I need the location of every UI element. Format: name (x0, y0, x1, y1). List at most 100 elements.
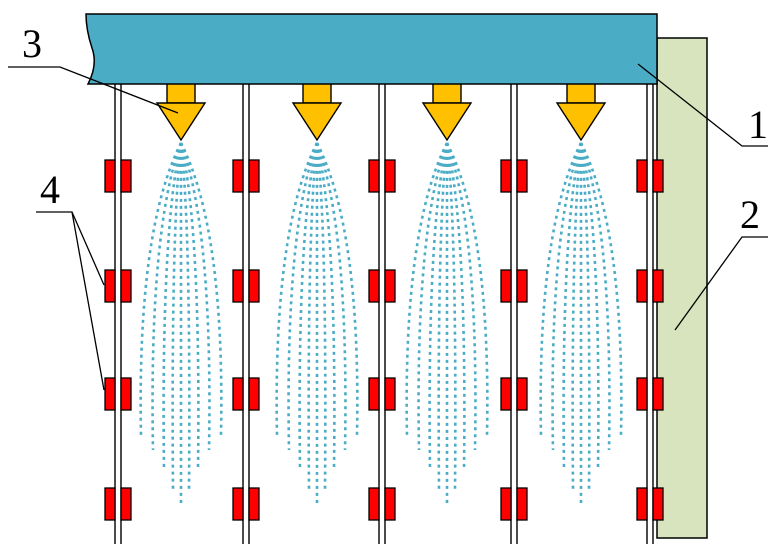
nozzle-tip (421, 102, 473, 142)
nozzle-4 (555, 82, 607, 142)
red-elements (104, 159, 664, 521)
leader-lines (8, 63, 768, 391)
spray-stream (179, 142, 223, 436)
red-element-right (120, 269, 132, 303)
red-element (500, 487, 528, 521)
red-element (368, 487, 396, 521)
spray-stream (307, 142, 319, 491)
spray-stream (562, 142, 583, 471)
spray-stream (437, 142, 449, 491)
red-element (104, 269, 132, 303)
spray-stream (579, 142, 591, 491)
spray-stream (445, 142, 489, 436)
red-element-right (516, 159, 528, 193)
spray-stream (551, 142, 583, 451)
leader-line-4b (71, 211, 105, 391)
red-element-right (516, 487, 528, 521)
wall-panel (656, 37, 708, 539)
red-element-left (500, 159, 512, 193)
red-element-left (636, 269, 648, 303)
header-pipe (85, 13, 658, 85)
red-element (232, 159, 260, 193)
red-element (636, 377, 664, 411)
spray-stream (579, 142, 623, 436)
leader-line-1 (637, 63, 768, 147)
spray-stream (275, 142, 319, 436)
red-element-right (652, 487, 664, 521)
spray-stream (579, 142, 600, 471)
red-element-right (652, 159, 664, 193)
red-element-right (248, 269, 260, 303)
red-element-left (636, 487, 648, 521)
red-element-left (104, 269, 116, 303)
red-element-left (232, 159, 244, 193)
spray-stream (445, 142, 477, 451)
rod-3 (378, 84, 386, 544)
leader-line-2 (674, 236, 768, 331)
spray-stream (171, 142, 183, 491)
spray-stream (539, 142, 583, 436)
nozzle-tip (291, 102, 343, 142)
spray-stream (298, 142, 319, 471)
spray-stream (287, 142, 319, 451)
red-element (500, 269, 528, 303)
red-element (500, 377, 528, 411)
leader-line-3 (8, 66, 179, 114)
spray-stream (445, 142, 466, 471)
red-element-right (384, 377, 396, 411)
red-element (636, 159, 664, 193)
red-element-right (516, 377, 528, 411)
nozzle-body (166, 82, 196, 104)
nozzle-body (432, 82, 462, 104)
red-element (368, 377, 396, 411)
red-element-left (368, 269, 380, 303)
spray-stream (571, 142, 583, 491)
red-element (500, 159, 528, 193)
rod-4 (510, 84, 518, 544)
spray-stream (139, 142, 183, 436)
red-element (104, 159, 132, 193)
spray-stream (179, 142, 211, 451)
spray-stream (315, 142, 327, 491)
red-element-right (652, 269, 664, 303)
red-element-right (248, 487, 260, 521)
spray-4 (539, 142, 623, 505)
spray-stream (315, 142, 336, 471)
red-element-right (384, 487, 396, 521)
red-element-left (500, 487, 512, 521)
spray-3 (405, 142, 489, 505)
spray-stream (579, 142, 611, 451)
spray-1 (139, 142, 223, 505)
red-element-left (368, 487, 380, 521)
nozzle-body (566, 82, 596, 104)
spray-2 (275, 142, 359, 505)
red-element-left (500, 269, 512, 303)
red-element-left (232, 487, 244, 521)
nozzles (155, 82, 607, 142)
red-element-left (232, 269, 244, 303)
red-element-left (104, 377, 116, 411)
spray-stream (315, 142, 347, 451)
red-element-right (384, 269, 396, 303)
nozzle-tip (555, 102, 607, 142)
spray-stream (179, 142, 200, 471)
red-element-right (120, 487, 132, 521)
red-element-right (120, 377, 132, 411)
spray-stream (445, 142, 457, 491)
red-element (232, 487, 260, 521)
spray-stream (151, 142, 183, 451)
red-element-left (636, 159, 648, 193)
spray-stream (428, 142, 449, 471)
red-element-left (368, 159, 380, 193)
label-2: 2 (740, 192, 760, 237)
red-element-right (120, 159, 132, 193)
red-element-left (232, 377, 244, 411)
red-element (232, 377, 260, 411)
red-element-right (248, 377, 260, 411)
red-element-right (384, 159, 396, 193)
rod-2 (242, 84, 250, 544)
nozzle-3 (421, 82, 473, 142)
red-element-right (248, 159, 260, 193)
red-element-left (368, 377, 380, 411)
